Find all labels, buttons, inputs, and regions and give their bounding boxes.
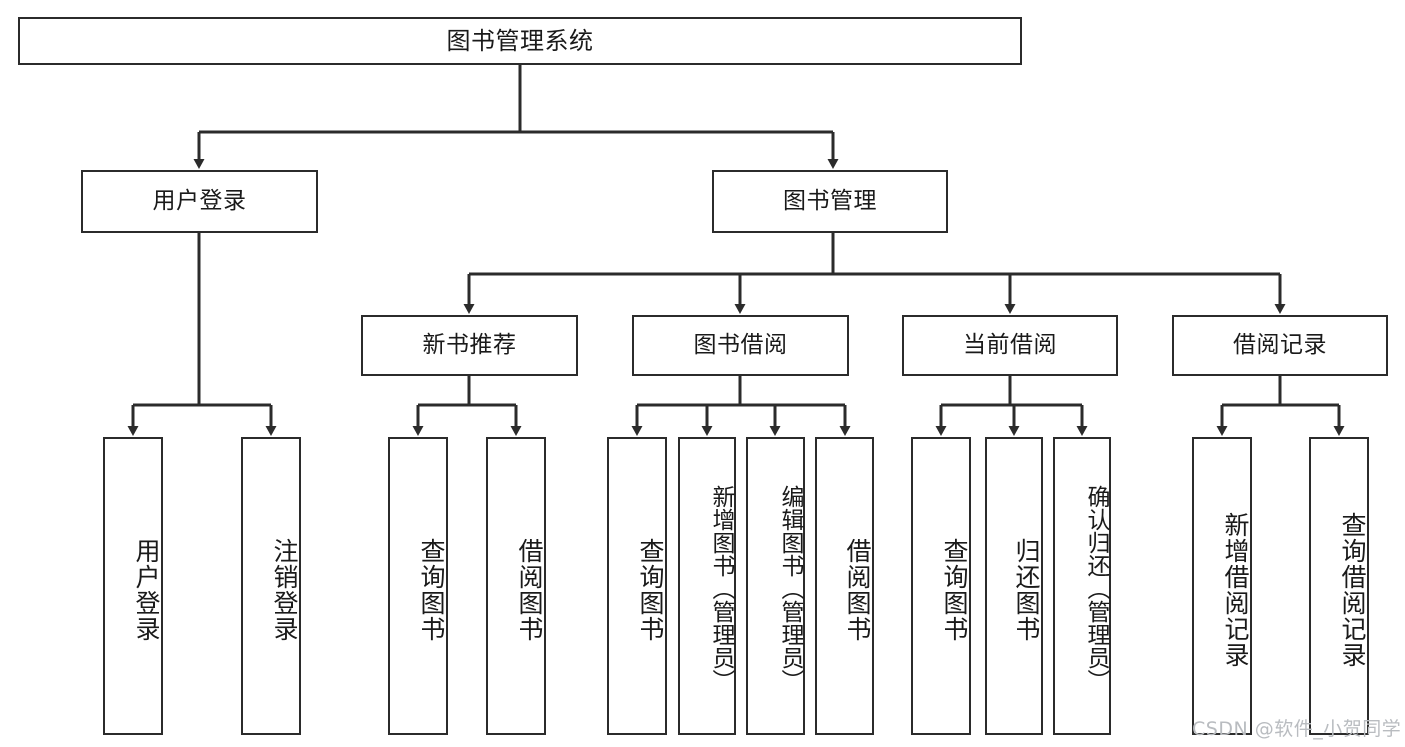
node-borrow-record[interactable]: 借阅记录 [1172,315,1388,376]
node-leaf-edit-book[interactable]: 编辑图书（管理员） [746,437,805,735]
node-leaf-confirm-return[interactable]: 确认归还（管理员） [1053,437,1111,735]
node-root[interactable]: 图书管理系统 [18,17,1022,65]
node-book-manage[interactable]: 图书管理 [712,170,948,233]
node-new-book-recommendation[interactable]: 新书推荐 [361,315,578,376]
node-user-login[interactable]: 用户登录 [81,170,318,233]
node-leaf-add-record[interactable]: 新增借阅记录 [1192,437,1252,735]
watermark-text: CSDN @软件_小贺同学 [1192,718,1402,740]
node-leaf-logout[interactable]: 注销登录 [241,437,301,735]
node-leaf-query-book-1[interactable]: 查询图书 [388,437,448,735]
node-leaf-query-book-2[interactable]: 查询图书 [607,437,667,735]
node-leaf-borrow-book-2[interactable]: 借阅图书 [815,437,874,735]
node-leaf-borrow-book-1[interactable]: 借阅图书 [486,437,546,735]
node-leaf-return-book[interactable]: 归还图书 [985,437,1043,735]
node-leaf-user-login[interactable]: 用户登录 [103,437,163,735]
node-current-borrow[interactable]: 当前借阅 [902,315,1118,376]
node-book-borrow[interactable]: 图书借阅 [632,315,849,376]
node-leaf-query-book-3[interactable]: 查询图书 [911,437,971,735]
node-leaf-query-record[interactable]: 查询借阅记录 [1309,437,1369,735]
node-leaf-add-book[interactable]: 新增图书（管理员） [678,437,736,735]
